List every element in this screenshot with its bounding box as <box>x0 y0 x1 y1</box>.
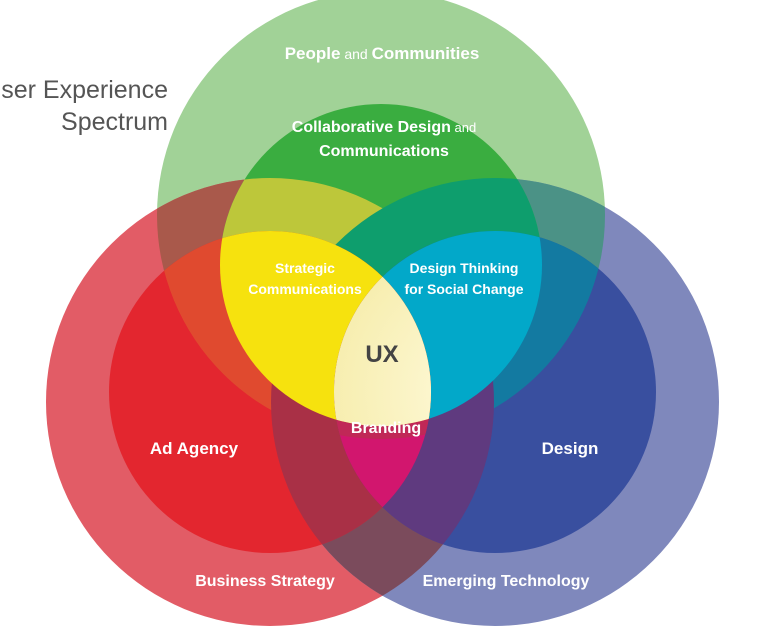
label-emerging-technology: Emerging Technology <box>423 573 590 590</box>
label-strategic-line1: Strategic <box>275 260 335 276</box>
label-ad-agency: Ad Agency <box>150 439 239 458</box>
label-collaborative-design-line1: Collaborative Design and <box>292 119 476 136</box>
label-strategic-line2: Communications <box>248 281 362 297</box>
label-collaborative-design-line2: Communications <box>319 143 449 160</box>
label-design-thinking-line2: for Social Change <box>404 281 523 297</box>
diagram-title-line2: Spectrum <box>61 108 168 136</box>
label-ux: UX <box>365 341 398 368</box>
label-design-thinking-line1: Design Thinking <box>410 260 519 276</box>
diagram-title-line1: User Experience <box>0 76 168 104</box>
label-people-communities: People and Communities <box>285 44 480 63</box>
label-branding: Branding <box>351 420 421 437</box>
label-design: Design <box>542 439 599 458</box>
label-business-strategy: Business Strategy <box>195 573 335 590</box>
